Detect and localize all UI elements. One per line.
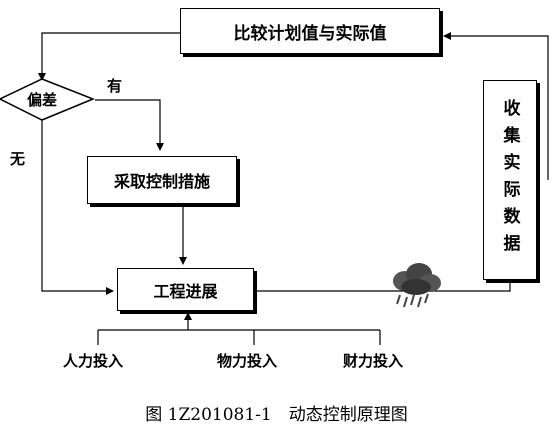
input-label-finance: 财力投入: [343, 352, 404, 370]
action-label: 采取控制措施: [113, 172, 210, 191]
edge-deviation-yes-to-action: [95, 99, 164, 151]
edge-progress-to-collect: [254, 280, 511, 292]
progress-box: 工程进展: [117, 268, 254, 311]
progress-label: 工程进展: [153, 281, 218, 301]
no-label: 无: [10, 150, 26, 168]
yes-label: 有: [107, 77, 123, 95]
collect-label: 收集实际数据: [499, 99, 520, 261]
storm-cloud-icon: [393, 263, 441, 308]
edge-collect-to-compare: [443, 32, 549, 180]
compare-box: 比较计划值与实际值: [180, 8, 440, 54]
deviation-diamond: [0, 78, 96, 121]
edge-deviation-no-to-progress: [41, 119, 114, 295]
figure-caption: 图 1Z201081-1 动态控制原理图: [145, 405, 408, 425]
collect-box: 收集实际数据: [483, 80, 537, 280]
action-box: 采取控制措施: [87, 156, 237, 204]
input-label-material: 物力投入: [217, 352, 278, 370]
input-label-labor: 人力投入: [63, 352, 124, 370]
deviation-label: 偏差: [27, 91, 58, 109]
edge-compare-to-deviation: [38, 32, 180, 81]
compare-label: 比较计划值与实际值: [233, 23, 387, 44]
